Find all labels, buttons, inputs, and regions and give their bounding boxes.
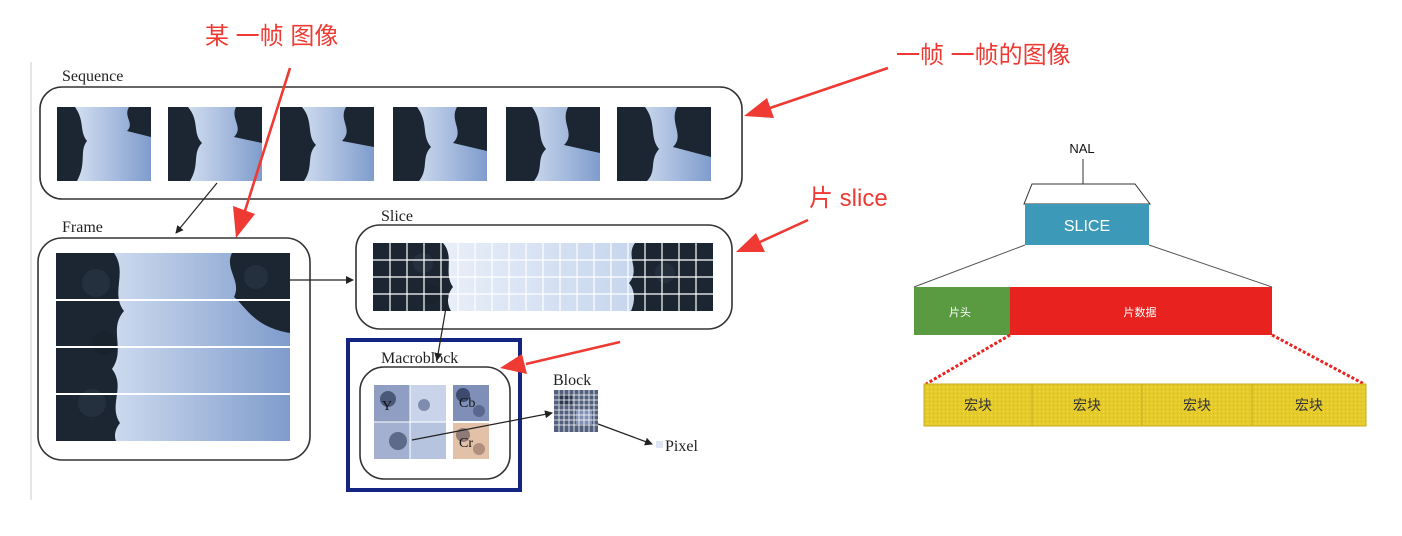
frame-box xyxy=(37,237,311,461)
slice-header-label: 片头 xyxy=(949,306,971,319)
nal-macroblock-3-label: 宏块 xyxy=(1183,397,1211,413)
slice-image xyxy=(373,243,713,311)
red-arrow-frames-sequence xyxy=(744,66,889,118)
slice-to-macroblock-arrow xyxy=(434,295,449,361)
annotation-slice: 片 slice xyxy=(809,185,888,212)
macroblock-highlight xyxy=(346,338,522,492)
sequence-frame-1 xyxy=(57,107,151,181)
sequence-label: Sequence xyxy=(62,68,123,85)
slice-expand-left xyxy=(913,244,1026,288)
slice-block-label: SLICE xyxy=(1064,218,1110,235)
nal-macroblock-2 xyxy=(1031,383,1143,427)
macroblock-cr-block: Cr xyxy=(453,423,489,459)
nal-macroblock-4-label: 宏块 xyxy=(1295,397,1323,413)
nal-macroblock-3 xyxy=(1141,383,1253,427)
pixel-label: Pixel xyxy=(665,438,698,455)
nal-macroblock-1 xyxy=(923,383,1033,427)
slice-expand-right xyxy=(1148,244,1273,288)
block-label: Block xyxy=(553,372,591,389)
nal-macroblock-1-label: 宏块 xyxy=(964,397,992,413)
annotation-frames-sequence: 一帧 一帧的图像 xyxy=(896,42,1071,69)
slice-header-block xyxy=(914,287,1010,335)
sequence-frame-3 xyxy=(280,107,374,181)
macroblock-to-block-arrow xyxy=(411,410,553,441)
slice-data-label: 片数据 xyxy=(1124,305,1157,319)
channel-y-label: Y xyxy=(382,399,392,414)
sequence-frame-5 xyxy=(506,107,600,181)
nal-macroblock-2-label: 宏块 xyxy=(1073,397,1101,413)
nal-label: NAL xyxy=(1069,141,1094,156)
red-arrow-one-frame xyxy=(233,67,292,238)
slice-block xyxy=(1025,204,1149,245)
sequence-frame-4 xyxy=(393,107,487,181)
macroblock-row: 宏块 宏块 宏块 宏块 xyxy=(923,383,1367,427)
data-expand-left xyxy=(925,333,1011,386)
slice-box xyxy=(355,224,733,330)
frame-image xyxy=(56,253,290,441)
macroblock-cb-block: Cb xyxy=(453,385,489,421)
channel-cb-label: Cb xyxy=(459,396,475,411)
frame-label: Frame xyxy=(62,219,103,236)
macroblock-label: Macroblock xyxy=(381,350,458,367)
slice-data-block xyxy=(1010,287,1272,335)
red-arrow-macroblock xyxy=(500,340,621,374)
data-expand-right xyxy=(1271,333,1365,386)
block-grid xyxy=(554,390,598,432)
block-to-pixel-arrow xyxy=(597,423,653,446)
sequence-box xyxy=(39,86,743,200)
macroblock-box xyxy=(359,366,511,480)
red-arrow-slice xyxy=(736,218,809,252)
macroblock-y-block: Y xyxy=(374,385,446,459)
annotation-one-frame: 某 一帧 图像 xyxy=(205,23,338,50)
pixel-swatch xyxy=(656,441,663,448)
sequence-to-frame-arrow xyxy=(175,182,218,234)
nal-macroblock-4 xyxy=(1251,383,1367,427)
nal-trapezoid xyxy=(1023,183,1151,205)
sequence-frame-6 xyxy=(617,107,711,181)
sequence-frames xyxy=(57,107,711,181)
sequence-frame-2 xyxy=(168,107,262,181)
channel-cr-label: Cr xyxy=(459,436,473,451)
slice-label: Slice xyxy=(381,208,413,225)
